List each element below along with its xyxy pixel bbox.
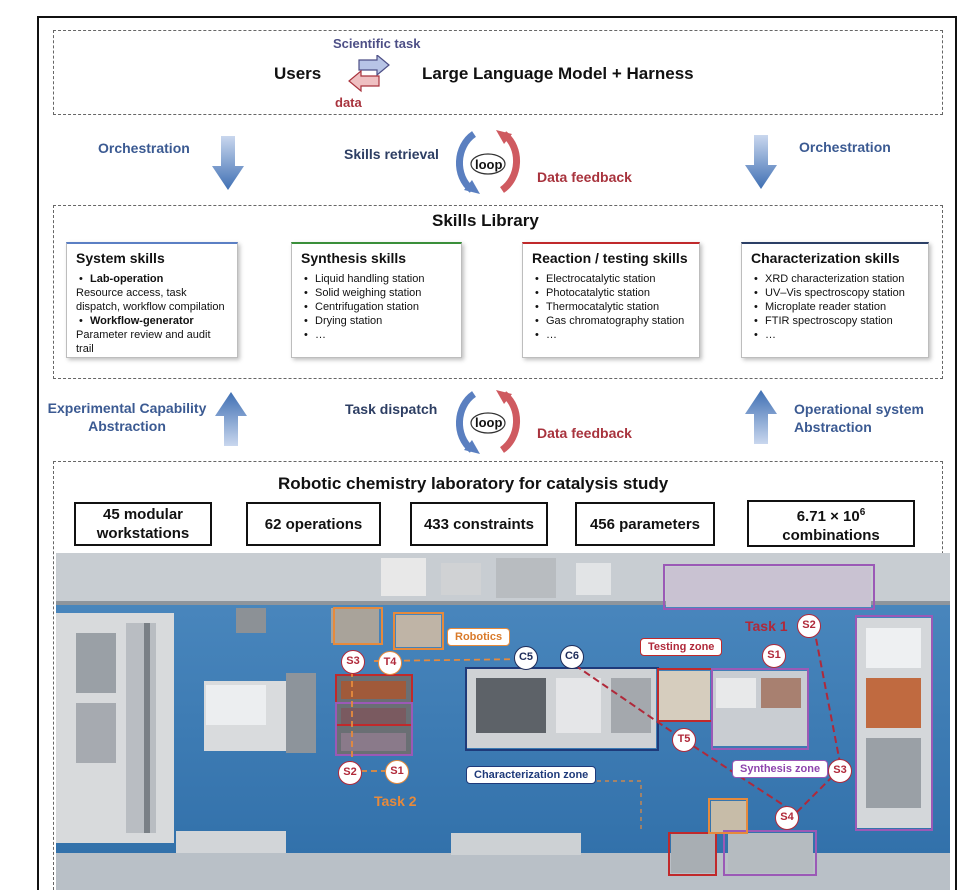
list-item: Photocatalytic station [532,286,690,300]
data-feedback-lower-label: Data feedback [537,425,632,441]
stat-combinations-base: 6.71 × 10 [796,507,860,525]
loop-cycle-upper-icon [456,130,520,194]
stat-constraints: 433 constraints [410,502,548,546]
data-feedback-upper-label: Data feedback [537,169,632,185]
system-skills-card: System skills Lab-operation Resource acc… [66,242,238,358]
orchestration-left-label: Orchestration [98,140,190,156]
list-item: Centrifugation station [301,300,452,314]
characterization-skills-card: Characterization skills XRD characteriza… [741,242,929,358]
marker-t5: T5 [672,728,696,752]
marker-s2-task2: S2 [338,761,362,785]
list-item: Solid weighing station [301,286,452,300]
list-item: UV–Vis spectroscopy station [751,286,919,300]
robotics-label: Robotics [447,628,511,646]
skills-library-title: Skills Library [432,211,539,230]
llm-label: Large Language Model + Harness [422,64,694,83]
reaction-skills-title: Reaction / testing skills [532,250,688,266]
down-arrow-left-icon [212,136,244,190]
figure-frame [37,16,957,890]
synthesis-zone-label: Synthesis zone [732,760,829,778]
scientific-task-label: Scientific task [333,36,421,51]
marker-s3-task1: S3 [828,759,852,783]
list-item: Gas chromatography station [532,314,690,328]
orchestration-right-label: Orchestration [799,139,891,155]
system-skills-title: System skills [76,250,165,266]
stat-combinations: 6.71 × 106 combinations [747,500,915,547]
marker-s1-task2: S1 [385,760,409,784]
llm-header-box [53,30,943,115]
list-item: XRD characterization station [751,272,919,286]
marker-s1-task1: S1 [762,644,786,668]
list-item: Drying station [301,314,452,328]
testing-zone-label: Testing zone [640,638,723,656]
list-item: … [751,328,919,342]
up-arrow-right-icon [745,390,777,444]
stat-parameters: 456 parameters [575,502,715,546]
list-item: … [301,328,452,342]
operational-abstraction-line1: Operational system [794,401,924,417]
marker-s3-left: S3 [341,650,365,674]
operational-abstraction-line2: Abstraction [794,419,872,435]
synthesis-skills-title: Synthesis skills [301,250,407,266]
list-item: Liquid handling station [301,272,452,286]
lab-title: Robotic chemistry laboratory for catalys… [278,474,669,493]
reaction-skills-card: Reaction / testing skills Electrocatalyt… [522,242,700,358]
marker-c6: C6 [560,645,584,669]
data-label: data [335,95,362,110]
stat-workstations-line1: 45 modular [102,506,184,523]
stat-operations: 62 operations [246,502,381,546]
exchange-arrows-icon [348,55,390,93]
lab-floor-photo [56,553,950,890]
task1-label: Task 1 [745,618,788,634]
loop-upper-label: loop [475,157,503,172]
stat-combinations-line1: 6.71 × 106 [797,503,866,526]
marker-s2-task1: S2 [797,614,821,638]
marker-c5: C5 [514,646,538,670]
skills-library-box [53,205,943,379]
workflow-generator-skill: Workflow-generator [76,314,228,328]
lab-operation-skill: Lab-operation [76,272,228,286]
synthesis-skills-card: Synthesis skills Liquid handling station… [291,242,462,358]
stat-combinations-line2: combinations [782,526,880,544]
list-item: Thermocatalytic station [532,300,690,314]
lab-floor-illustration [56,553,950,890]
loop-cycle-lower-icon [456,390,520,454]
capability-abstraction-line1: Experimental Capability [47,400,207,416]
task2-label: Task 2 [374,793,417,809]
users-label: Users [274,64,322,83]
capability-abstraction-label: Experimental Capability Abstraction [42,399,212,435]
operational-abstraction-label: Operational system Abstraction [794,400,924,436]
task-dispatch-label: Task dispatch [345,401,438,417]
down-arrow-right-icon [745,135,777,189]
lab-operation-desc: Resource access, task dispatch, workflow… [76,287,225,313]
skills-retrieval-label: Skills retrieval [344,146,439,162]
list-item: … [532,328,690,342]
characterization-zone-label: Characterization zone [466,766,597,784]
stat-combinations-exponent: 6 [859,506,866,518]
list-item: Microplate reader station [751,300,919,314]
marker-t4: T4 [378,651,402,675]
up-arrow-left-icon [215,392,247,446]
stat-workstations: 45 modular workstations [74,502,212,546]
loop-lower-label: loop [475,415,503,430]
characterization-skills-title: Characterization skills [751,250,900,266]
capability-abstraction-line2: Abstraction [88,418,166,434]
workflow-generator-desc: Parameter review and audit trail [76,329,211,355]
list-item: Electrocatalytic station [532,272,690,286]
marker-s4: S4 [775,806,799,830]
stat-workstations-line2: workstations [96,525,190,542]
list-item: FTIR spectroscopy station [751,314,919,328]
